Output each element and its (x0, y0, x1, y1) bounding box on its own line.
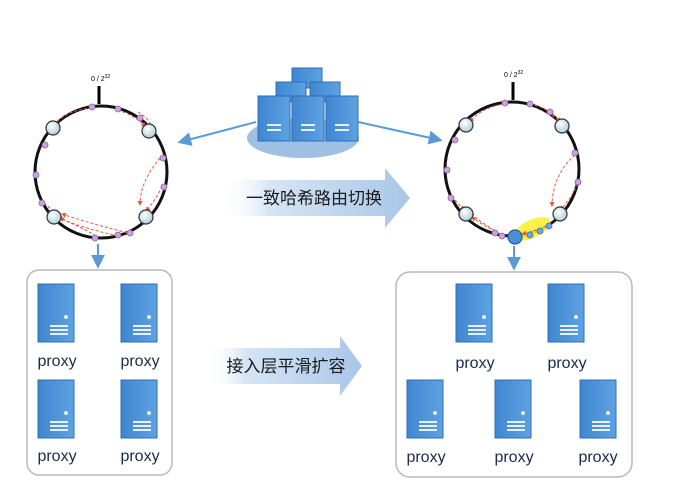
server-icon (120, 283, 158, 343)
svg-text:proxy: proxy (120, 353, 159, 370)
arrow-icon (357, 121, 443, 145)
svg-text:proxy: proxy (37, 353, 76, 370)
ring-right-label: 0 / 232 (504, 70, 523, 79)
proxy-node: proxy (37, 379, 77, 465)
proxy-node: proxy (120, 379, 160, 465)
switch-label: 一致哈希路由切换 (246, 189, 382, 208)
svg-text:proxy: proxy (494, 449, 533, 466)
new-node (507, 229, 523, 245)
server-icon (494, 379, 532, 439)
server-cluster-icon (247, 67, 359, 158)
proxy-node: proxy (547, 283, 587, 372)
right-proxy-group: proxy proxy proxy proxy proxy (395, 271, 633, 478)
hash-ring-right: 0 / 232 (443, 70, 582, 245)
svg-text:proxy: proxy (455, 355, 494, 372)
svg-text:proxy: proxy (406, 449, 445, 466)
svg-text:proxy: proxy (120, 448, 159, 465)
svg-text:proxy: proxy (578, 449, 617, 466)
server-icon (120, 379, 158, 439)
hash-ring-left: 0 / 232 (32, 74, 169, 242)
server-icon (406, 379, 444, 439)
arrow-icon (177, 121, 257, 146)
server-icon (37, 283, 75, 343)
scale-banner: 接入层平滑扩容 (206, 336, 362, 396)
proxy-node: proxy (406, 379, 446, 466)
server-icon (455, 283, 493, 343)
proxy-node: proxy (37, 283, 77, 370)
switch-banner: 一致哈希路由切换 (222, 168, 410, 228)
proxy-node: proxy (120, 283, 160, 370)
proxy-node: proxy (455, 283, 495, 372)
svg-text:proxy: proxy (37, 448, 76, 465)
proxy-node: proxy (494, 379, 534, 466)
ring-left-label: 0 / 232 (91, 74, 110, 83)
server-icon (579, 379, 617, 439)
server-icon (37, 379, 75, 439)
left-proxy-group: proxy proxy proxy proxy (26, 269, 173, 476)
server-icon (547, 283, 585, 343)
scale-label: 接入层平滑扩容 (227, 357, 346, 376)
svg-text:proxy: proxy (547, 355, 586, 372)
proxy-node: proxy (578, 379, 618, 466)
